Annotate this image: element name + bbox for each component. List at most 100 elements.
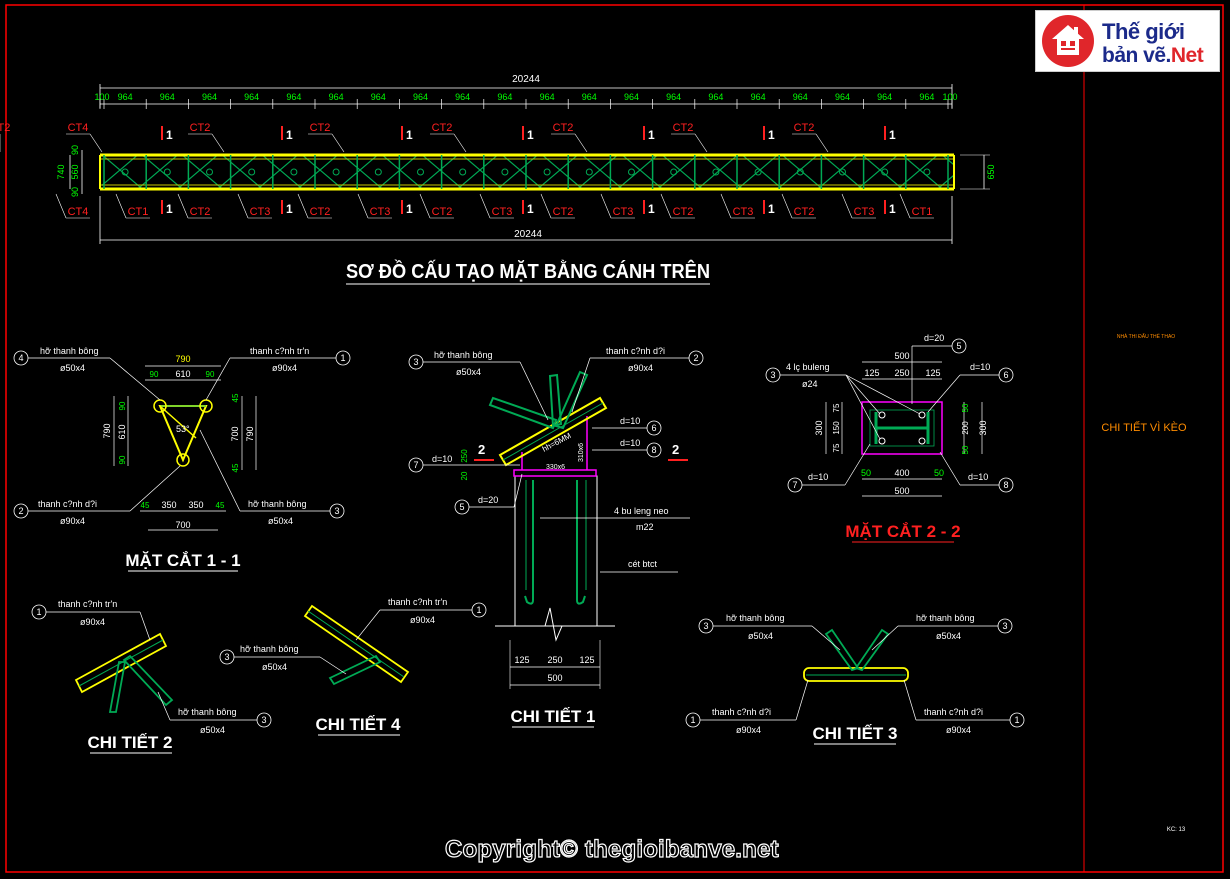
plan-top-label: CT4 [68,122,89,134]
detail1-callout-5-name: d=10 [432,454,452,464]
section22-dim-bottom-3: 500 [894,486,909,496]
plan-label-leader [600,193,612,219]
section-2-2: 500 125 250 125 50 400 50 500 300 75 150… [765,333,1014,543]
plan-left-dim-1: 90 [70,145,80,155]
detail4-callout-2-size: ø50x4 [262,662,287,672]
detail1-small-dim-0: 250 [460,449,469,463]
section22-callout-5-name: d=10 [968,472,988,482]
project-name: NHÀ THI ĐẤU THỂ THAO [1117,333,1175,340]
section11-callout-3-size: ø90x4 [60,516,85,526]
plan-bottom-label: CT2 [673,206,694,218]
plan-bottom-label: CT3 [613,206,634,218]
detail1-callout-3-num: 6 [651,423,656,433]
section11-callout-3-name: thanh c?nh d?i [38,499,97,509]
section22-callout-3-size: ø24 [802,379,818,389]
detail1-callout-6-num: 5 [459,502,464,512]
plan-bay-dim: 964 [877,92,892,102]
section22-callout-5-num: 8 [1003,480,1008,490]
detail1-dim-1: 250 [547,655,562,665]
plan-bay-dim: 964 [919,92,934,102]
plan-top-label: CT2 [190,122,211,134]
truss-node [163,168,171,176]
plan-bottom-label: CT2 [190,206,211,218]
detail3-callout-2-name: hỡ thanh bông [916,613,974,623]
drawing-frame [5,4,1224,873]
section22-callout-1-num: 5 [956,341,961,351]
section-mark-top: 1 [527,128,534,142]
section11-dim-right-0: 45 [231,393,240,402]
plan-bay-dim: 964 [244,92,259,102]
detail-2: 1 thanh c?nh tr'n ø90x4 3 hỡ thanh bông … [31,599,272,754]
plan-label-leader [479,193,491,219]
plan-top-label: CT2 [432,122,453,134]
detail3-callout-2-num: 3 [1002,621,1007,631]
plan-label-leader [297,193,309,219]
detail3-callout-3-size: ø90x4 [736,725,761,735]
plan-label-leader [815,133,829,153]
detail3-callout-4-name: thanh c?nh d?i [924,707,983,717]
plan-bay-dim: 964 [835,92,850,102]
plan-label-leader [177,193,189,219]
plan-connection-labels: CT4CT2CT2CT2CT2CT2CT2CT2CT4CT1CT2CT3CT2C… [0,122,934,219]
detail2-callout-2-name: hỡ thanh bông [178,707,236,717]
detail4-title: CHI TIẾT 4 [315,715,401,734]
section11-dim-left-3: 90 [118,455,127,464]
section-mark-bar [763,200,765,214]
plan-top-label: CT2 [0,122,10,134]
logo-line-2-net: Net [1170,44,1204,67]
plan-top-label: CT2 [553,122,574,134]
plan-bay-dim: 964 [497,92,512,102]
section11-dim-left-1: 90 [118,401,127,410]
detail4-callout-2-name: hỡ thanh bông [240,644,298,654]
plan-bottom-label: CT3 [854,206,875,218]
detail1-title: CHI TIẾT 1 [510,707,595,726]
plan-right-dim: 650 [986,164,996,179]
plan-label-leader [331,133,345,153]
plan-label-leader [720,193,732,219]
detail3-callout-4-num: 1 [1014,715,1019,725]
plan-bottom-label: CT3 [733,206,754,218]
section11-dim-left-2: 610 [117,424,127,439]
detail4-callout-1-name: thanh c?nh tr'n [388,597,447,607]
truss-node [670,168,678,176]
section22-dim-top-1: 125 [864,368,879,378]
section-mark-bar [401,126,403,140]
section11-callout-4-num: 3 [334,506,339,516]
plan-label-leader [357,193,369,219]
section22-title: MẶT CẮT 2 - 2 [845,522,960,541]
section-mark-bottom: 1 [889,202,896,216]
section11-callout-2-num: 1 [340,353,345,363]
truss-node [923,168,931,176]
detail2-callout-2-num: 3 [261,715,266,725]
plan-bottom-label: CT1 [912,206,933,218]
plan-label-leader [899,193,911,219]
section11-callout-1-num: 4 [18,353,23,363]
truss-nodes [103,155,949,189]
section11-dim-right-1: 700 [230,426,240,441]
plan-top-label: CT2 [310,122,331,134]
section11-dim-bottom-2: 350 [188,500,203,510]
section11-dim-top-0: 790 [175,354,190,364]
section-mark-bar [161,126,163,140]
plan-bottom-label: CT1 [128,206,149,218]
truss-node [248,168,256,176]
detail1-small-dim-1: 20 [460,471,469,480]
detail1-callout-4-num: 8 [651,445,656,455]
plan-label-leader [55,193,67,219]
plan-bottom-label: CT3 [492,206,513,218]
section22-dim-bottom-0: 50 [861,468,871,478]
plan-bottom-label: CT2 [553,206,574,218]
section22-dim-left-3: 75 [832,443,841,452]
section-mark-bar [161,200,163,214]
plan-label-leader [574,133,588,153]
detail-1: hh=6MM 330x6 310x6 250 20 2 2 3 hỡ thanh… [408,346,704,728]
site-logo[interactable]: Thế giới bản vẽ.Net [1035,10,1220,72]
detail1-callout-3-name: d=10 [620,416,640,426]
detail1-callout-1-size: ø50x4 [456,367,481,377]
detail2-callout-1-name: thanh c?nh tr'n [58,599,117,609]
section-mark-bottom: 1 [166,202,173,216]
detail1-dim-0: 125 [514,655,529,665]
detail1-callout-5-num: 7 [413,460,418,470]
